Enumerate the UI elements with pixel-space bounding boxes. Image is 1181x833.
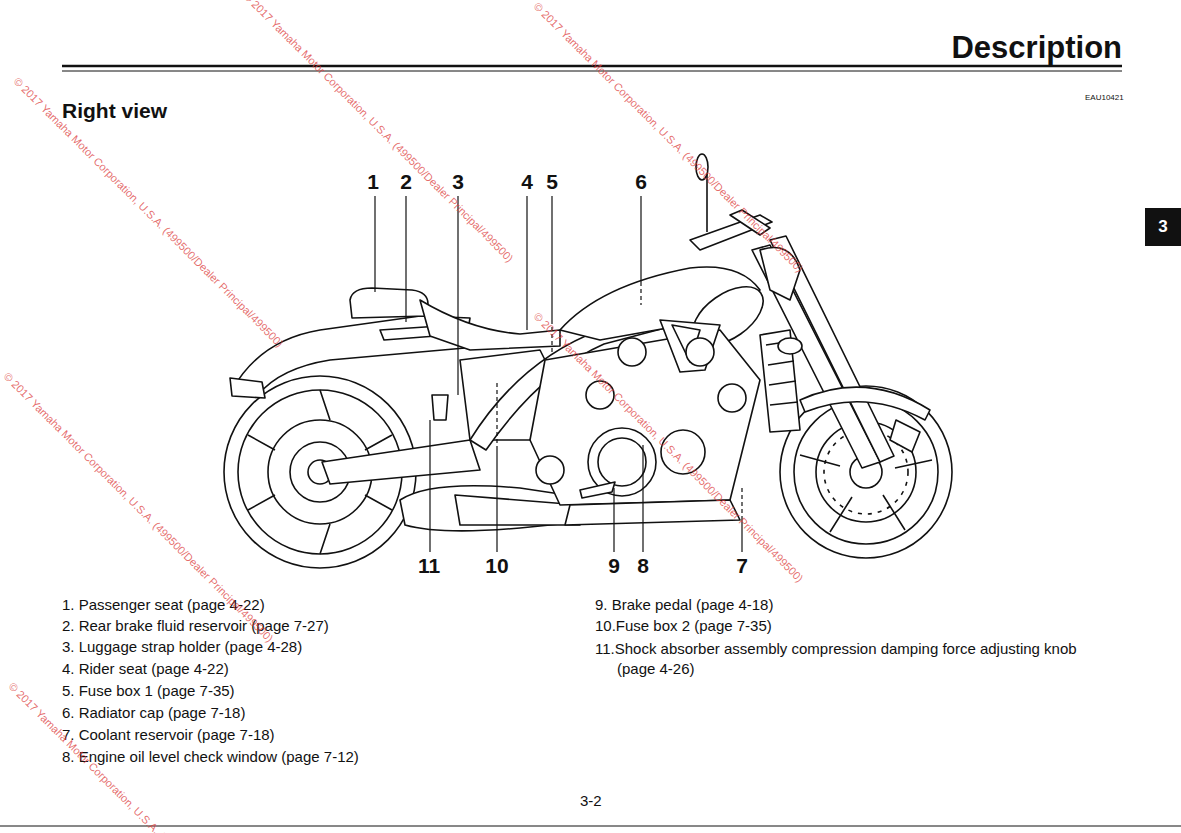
legend-item: 6. Radiator cap (page 7-18) xyxy=(62,704,245,721)
callout-number: 1 xyxy=(358,170,388,194)
page-rules xyxy=(0,66,1181,826)
callout-number: 10 xyxy=(482,554,512,578)
legend-item: 10.Fuse box 2 (page 7-35) xyxy=(595,617,772,634)
section-heading: Right view xyxy=(62,99,167,123)
legend-item: 2. Rear brake fluid reservoir (page 7-27… xyxy=(62,617,329,634)
leader-lines xyxy=(375,196,742,552)
callout-number: 4 xyxy=(512,170,542,194)
legend-item: 8. Engine oil level check window (page 7… xyxy=(62,748,359,765)
watermark: © 2017 Yamaha Motor Corporation, U.S.A. … xyxy=(532,0,806,274)
callout-number: 11 xyxy=(414,554,444,578)
document-code: EAU10421 xyxy=(1085,93,1124,102)
callout-number: 7 xyxy=(727,554,757,578)
legend-item: 11.Shock absorber assembly compression d… xyxy=(595,639,1112,679)
page-title: Description xyxy=(951,30,1122,66)
callout-number: 8 xyxy=(628,554,658,578)
tab-number: 3 xyxy=(1158,217,1167,237)
legend-item: 9. Brake pedal (page 4-18) xyxy=(595,596,773,613)
callout-number: 5 xyxy=(537,170,567,194)
callout-number: 6 xyxy=(626,170,656,194)
callout-number: 9 xyxy=(599,554,629,578)
legend-item: 4. Rider seat (page 4-22) xyxy=(62,660,229,677)
legend-item: 7. Coolant reservoir (page 7-18) xyxy=(62,726,275,743)
legend-item: 5. Fuse box 1 (page 7-35) xyxy=(62,682,235,699)
chapter-tab: 3 xyxy=(1145,208,1181,246)
watermark: © 2017 Yamaha Motor Corporation, U.S.A. … xyxy=(242,0,516,264)
page-number: 3-2 xyxy=(580,792,602,809)
